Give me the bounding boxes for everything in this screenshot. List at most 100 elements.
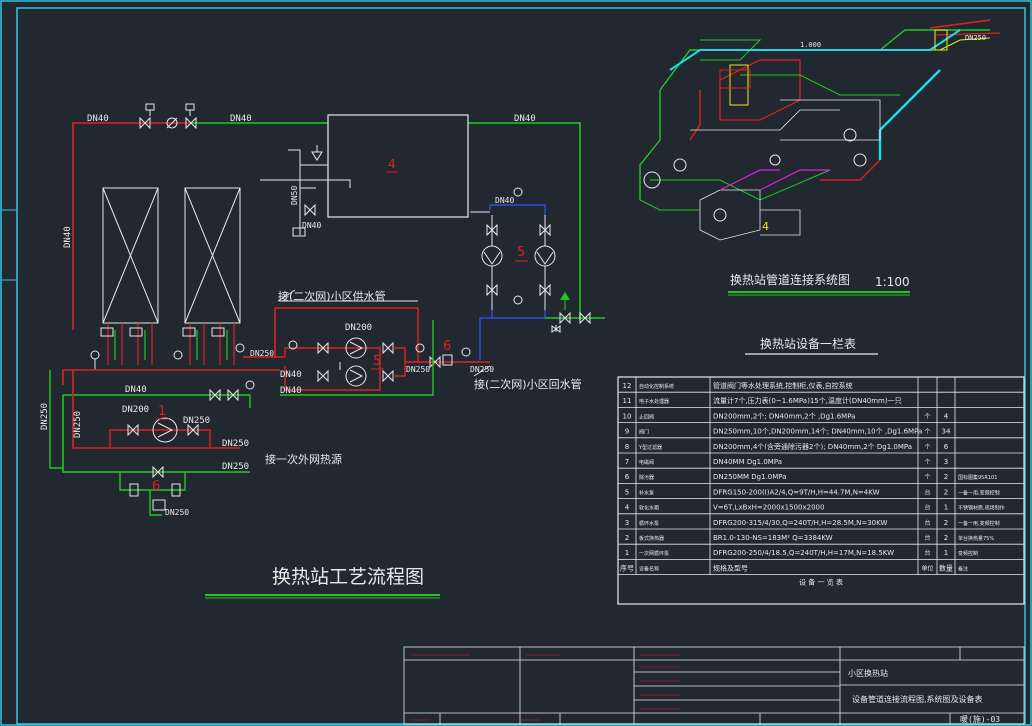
valve-top-2 [185,116,197,130]
table-cell-unit: 个 [924,459,930,466]
plate-heat-exchanger-2 [184,187,241,324]
tank-number: 4 [388,157,396,171]
table-cell-note: 单台换热量75% [958,535,994,542]
drawing-number: 暖(施)-03 [960,714,1000,724]
table-header-name: 设备名称 [639,565,659,572]
table-cell-name: 软化水箱 [639,505,659,512]
table-cell-name: 自动化控制系统 [639,383,674,390]
tank-inlet-pipe [260,179,351,188]
table-cell-note: 国标图集95R101 [958,474,997,481]
table-cell-no: 12 [623,382,632,390]
label-dn50: DN50 [290,186,299,205]
table-cell-spec: DN250mm,10个,DN200mm,14个; DN40mm,10个 ,Dg1… [713,428,922,436]
table-cell-no: 1 [625,549,629,557]
table-cell-spec: DN200mm,2个; DN40mm,2个 ,Dg1.6MPa [713,412,855,420]
label-dn40-left: DN40 [63,226,73,248]
plate-heat-exchanger-1 [102,187,159,324]
table-cell-name: 阀门 [639,429,649,436]
label-dn250-vert: DN250 [73,411,83,438]
table-cell-name: 止回阀 [639,413,654,420]
table-cell-spec: V=6T,LxBxH=2000x1500x2000 [713,504,824,512]
table-cell-name: 电子水处理器 [639,398,669,405]
table-cell-no: 9 [625,428,629,436]
table-cell-unit: 台 [924,488,930,496]
label-secondary-supply: 接(二次网)小区供水管 [278,289,386,303]
table-cell-note: 变频控制 [958,550,978,557]
table-cell-no: 8 [625,443,629,451]
pump5b-number: 5 [373,354,381,369]
label-dn250-prim3: DN250 [222,462,249,472]
table-cell-unit: 台 [924,519,930,527]
label-dn250-sup: DN250 [250,349,274,358]
label-dn40-top-left: DN40 [87,114,109,124]
table-header-no: 序号 [620,563,634,572]
label-dn250-prim2: DN250 [222,439,249,449]
pipe-primary-supply [72,370,240,449]
iso-label-elev: 1.000 [800,41,821,49]
label-dn250-c: DN250 [470,365,494,374]
pipe-top-right [468,122,581,320]
check-valve-top [166,117,178,129]
pipe-secondary-supply [243,307,418,358]
table-header-spec: 规格及型号 [713,563,748,572]
pipe-pump5-suction [489,204,546,215]
table-cell-unit: 台 [924,549,930,557]
iso-scale: 1:100 [875,275,910,289]
iso-label-dn250: DN250 [965,34,986,42]
table-cell-name: 一次网循环泵 [639,550,669,557]
table-cell-name: 电磁阀 [639,459,654,466]
label-dn250-b: DN250 [406,365,430,374]
table-cell-name: 补水泵 [639,489,654,496]
table-header-unit: 单位 [921,564,933,572]
table-header-qty: 数量 [939,563,953,572]
isometric-system-diagram: 4 DN250 1.000 换热站管道连接系统图 1:100 [639,19,1001,296]
label-dn250-prim: DN250 [183,416,210,426]
table-cell-unit: 个 [924,444,930,451]
label-dn200-sec: DN200 [345,323,372,333]
pipe-return-left [62,369,280,385]
table-cell-qty: 4 [944,412,949,420]
label-dn200-prim: DN200 [122,405,149,415]
process-flow-diagram: DN40 DN40 DN40 DN40 4 DN50 DN40 DN40 [40,103,605,599]
equip-title: 换热站设备一栏表 [760,336,856,351]
table-cell-qty: 2 [944,534,948,542]
makeup-pump-b [534,215,556,310]
pipe-primary-return [62,395,250,473]
label-dn40-tank: DN40 [302,221,321,230]
primary-pump [127,417,199,443]
table-cell-qty: 2 [944,488,948,496]
label-dn40-mid2: DN40 [125,385,147,395]
table-cell-name: 除污器 [639,474,654,481]
label-dn40-mid1: DN40 [280,370,302,380]
label-dn250-left: DN250 [40,403,50,430]
table-cell-no: 3 [625,519,629,527]
label-dn40-top-right: DN40 [514,114,536,124]
table-cell-qty: 2 [944,519,948,527]
table-cell-note: 一备一用,变频控制 [958,520,1000,527]
table-cell-name: 循环水泵 [639,520,659,527]
table-cell-unit: 台 [924,534,930,542]
table-cell-spec: 流量计7个,压力表(0~1.6MPa)15个,温度计(DN40mm)一只 [713,396,902,405]
exchanger-nozzles [107,323,235,365]
table-cell-qty: 6 [944,443,949,451]
makeup-pump-a [481,215,503,310]
table-cell-no: 10 [623,412,632,420]
item6b-number: 6 [152,479,160,494]
table-cell-no: 5 [625,488,629,496]
item6a-number: 6 [443,339,451,354]
pipe-pump5-discharge [479,317,492,360]
iso-number-4: 4 [762,220,769,233]
pump1-number: 1 [158,404,166,419]
label-dn40-pump5: DN40 [495,196,514,205]
diagram-title: 换热站工艺流程图 [272,566,424,588]
pump5-number: 5 [517,245,525,260]
table-cell-no: 4 [625,504,630,512]
table-cell-unit: 台 [924,504,930,512]
table-cell-spec: DN200mm,4个(含旁通除污器2个); DN40mm,2个 Dg1.0MPa [713,442,912,451]
table-cell-no: 7 [625,458,629,466]
label-dn40-mid3: DN40 [280,386,302,396]
table-cell-spec: BR1.0-130-NS=183M² Q=3384KW [713,534,833,542]
